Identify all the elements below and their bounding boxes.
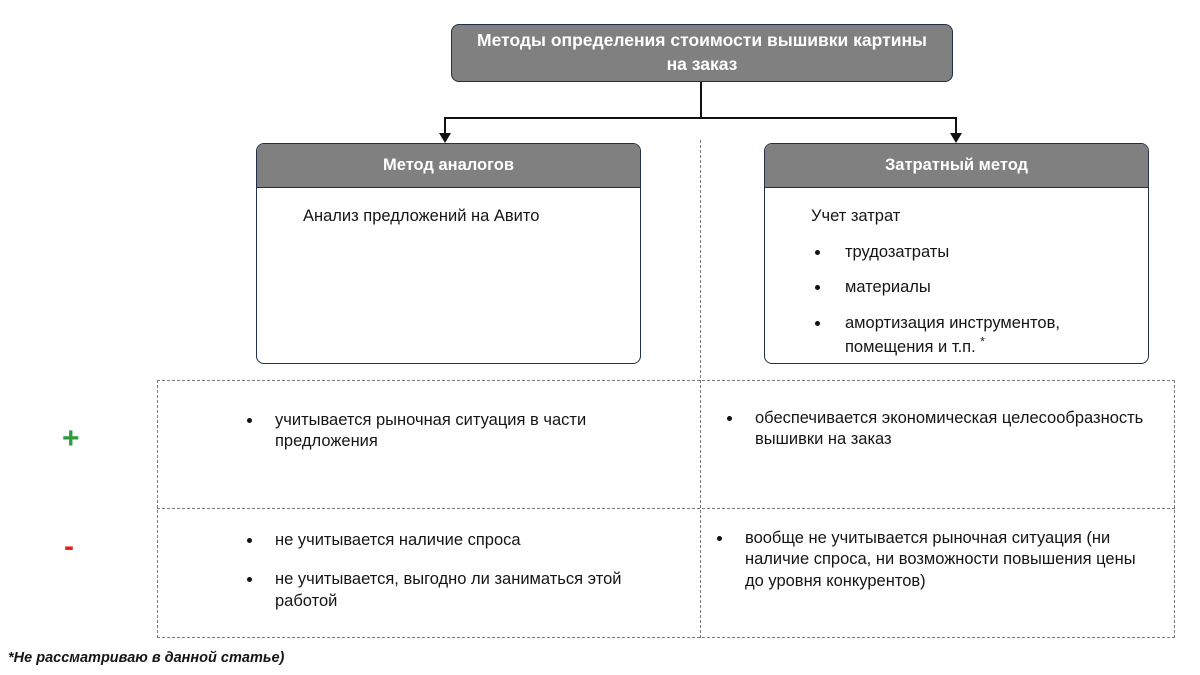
list-item-text: не учитывается наличие спроса	[275, 531, 521, 549]
list-item: обеспечивается экономическая целесообраз…	[723, 408, 1153, 451]
bullet-dot-icon	[815, 320, 820, 326]
method-card-analogs-body: Анализ предложений на Авито	[257, 188, 640, 228]
grid-cell-cons-cost: вообще не учитывается рыночная ситуация …	[713, 528, 1143, 592]
method-card-cost-header: Затратный метод	[765, 144, 1148, 188]
list-item-text: учитывается рыночная ситуация в части пр…	[275, 411, 587, 451]
method-card-cost-bullets: трудозатраты материалы амортизация инстр…	[811, 242, 1128, 358]
connector-horizontal-bar	[444, 117, 957, 119]
grid-outer-border	[157, 380, 1175, 638]
method-card-analogs: Метод аналогов Анализ предложений на Ави…	[256, 143, 641, 364]
list-item-text: амортизация инструментов, помещения и т.…	[845, 313, 1060, 356]
footnote-text: *Не рассматриваю в данной статье)	[8, 650, 285, 666]
method-card-cost-lead: Учет затрат	[811, 207, 901, 225]
bullet-dot-icon	[815, 285, 820, 291]
grid-cell-cons-analogs: не учитывается наличие спроса не учитыва…	[243, 530, 663, 612]
arrow-head-right-icon	[950, 133, 962, 143]
bullet-dot-icon	[247, 418, 252, 423]
list-item: не учитывается наличие спроса	[243, 530, 663, 551]
grid-column-divider	[700, 140, 701, 638]
grid-row-divider	[157, 508, 1175, 509]
list-item: амортизация инструментов, помещения и т.…	[811, 313, 1128, 358]
list-item: учитывается рыночная ситуация в части пр…	[243, 410, 663, 453]
grid-cell-pros-cost: обеспечивается экономическая целесообраз…	[723, 408, 1153, 451]
connector-stem	[700, 82, 702, 119]
method-card-analogs-lead: Анализ предложений на Авито	[303, 207, 540, 225]
list-item-text: вообще не учитывается рыночная ситуация …	[745, 529, 1136, 590]
arrow-head-left-icon	[439, 133, 451, 143]
diagram-title-text: Методы определения стоимости вышивки кар…	[477, 30, 927, 74]
diagram-title-box: Методы определения стоимости вышивки кар…	[451, 24, 953, 82]
plus-sign-icon: +	[62, 422, 80, 455]
method-card-cost-title: Затратный метод	[884, 156, 1029, 174]
pros-cost-list: обеспечивается экономическая целесообраз…	[723, 408, 1153, 451]
pros-analogs-list: учитывается рыночная ситуация в части пр…	[243, 410, 663, 453]
minus-sign-icon: -	[64, 530, 74, 563]
bullet-dot-icon	[815, 249, 820, 255]
method-card-analogs-header: Метод аналогов	[257, 144, 640, 188]
list-item: трудозатраты	[811, 242, 1128, 263]
bullet-dot-icon	[247, 577, 252, 583]
cons-cost-list: вообще не учитывается рыночная ситуация …	[713, 528, 1143, 592]
list-item-text: трудозатраты	[845, 242, 950, 261]
footnote-marker-icon: *	[980, 334, 985, 349]
list-item: вообще не учитывается рыночная ситуация …	[713, 528, 1143, 592]
list-item: не учитывается, выгодно ли заниматься эт…	[243, 569, 663, 612]
connector-drop-left	[444, 117, 446, 135]
list-item: материалы	[811, 277, 1128, 298]
method-card-cost-body: Учет затрат трудозатраты материалы аморт…	[765, 188, 1148, 358]
bullet-dot-icon	[247, 538, 252, 543]
connector-drop-right	[955, 117, 957, 135]
method-card-analogs-title: Метод аналогов	[382, 156, 515, 174]
bullet-dot-icon	[727, 416, 732, 421]
cons-analogs-list: не учитывается наличие спроса не учитыва…	[243, 530, 663, 612]
list-item-text: материалы	[845, 278, 931, 297]
grid-cell-pros-analogs: учитывается рыночная ситуация в части пр…	[243, 410, 663, 453]
comparison-grid: учитывается рыночная ситуация в части пр…	[157, 140, 1175, 638]
list-item-text: обеспечивается экономическая целесообраз…	[755, 409, 1144, 449]
list-item-text: не учитывается, выгодно ли заниматься эт…	[275, 570, 622, 610]
bullet-dot-icon	[717, 536, 722, 541]
method-card-cost: Затратный метод Учет затрат трудозатраты…	[764, 143, 1149, 364]
